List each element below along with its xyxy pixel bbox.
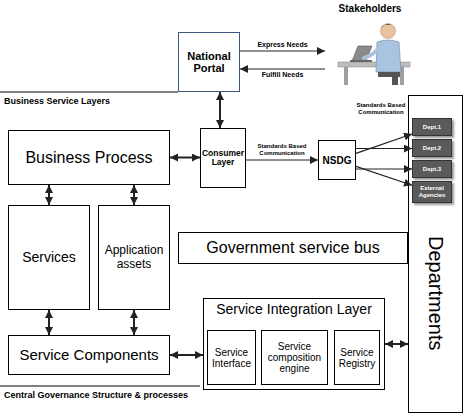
node-text: Service Registry [335, 347, 379, 369]
connector-arrow [356, 168, 412, 169]
node-text: National Portal [179, 50, 239, 74]
component-box: Service Components [8, 335, 170, 375]
connector-arrow [219, 92, 221, 128]
connector-arrow [356, 148, 412, 149]
integration-box: Service Registry [334, 330, 380, 385]
connector-arrow [356, 166, 412, 185]
connector-arrow [240, 50, 325, 51]
node-text: Dept.3 [423, 166, 441, 173]
frame-line [0, 386, 200, 387]
node-text: NSDG [323, 155, 352, 166]
connector-arrow [385, 343, 408, 345]
node-text: Stakeholders [339, 3, 402, 14]
edge-label: Fulfill Needs [248, 71, 318, 79]
department-box: Dept.2 [412, 139, 452, 157]
stakeholder-illustration [338, 24, 410, 86]
node-text: Service Integration Layer [216, 302, 372, 317]
section-label: Central Governance Structure & processes [4, 390, 204, 400]
bus-box: Government service bus [178, 232, 408, 264]
connector-arrow [48, 185, 50, 205]
node-text: Departments [425, 236, 447, 351]
section-label: Business Service Layers [4, 96, 176, 106]
department-box: External Agencies [412, 181, 452, 203]
connector-arrow [48, 310, 50, 335]
integration-box: Service Interface [207, 330, 256, 385]
connector-arrow [240, 68, 325, 69]
node-text: Services [22, 250, 76, 265]
connector-arrow [246, 159, 318, 160]
connector-arrow [170, 354, 203, 356]
connector-arrow [356, 134, 412, 153]
note-label: Standards Based Communication [356, 102, 406, 116]
node-text: Dept.1 [423, 124, 441, 131]
process-box: Business Process [8, 130, 170, 185]
gateway-box: NSDG [318, 140, 356, 180]
service-box: Services [8, 205, 90, 310]
node-text: Government service bus [206, 239, 379, 257]
node-text: Service Components [19, 347, 158, 364]
asset-box: Application assets [98, 205, 170, 310]
edge-label: Express Needs [248, 41, 318, 49]
edge-label: Standards Based Communication [253, 143, 311, 157]
node-text: External Agencies [413, 185, 451, 198]
node-text: Application assets [99, 244, 169, 270]
stakeholder-figure: Stakeholders [325, 0, 415, 88]
portal-box: National Portal [178, 32, 240, 92]
node-text: Business Process [25, 149, 152, 167]
node-text: Dept.2 [423, 145, 441, 152]
department-band: Departments Dept.1Dept.2Dept.3External Ag… [408, 95, 463, 413]
layer-box: Consumer Layer [200, 128, 246, 188]
node-text: Service Interface [208, 347, 255, 369]
connector-arrow [133, 185, 135, 205]
integration-box: Service composition engine [261, 330, 328, 385]
department-box: Dept.3 [412, 160, 452, 178]
integration-layer: Service Integration LayerService Interfa… [203, 298, 385, 390]
department-box: Dept.1 [412, 118, 452, 136]
connector-arrow [133, 310, 135, 335]
node-text: Consumer Layer [201, 149, 245, 168]
connector-arrow [170, 157, 200, 159]
frame-line [0, 92, 178, 93]
node-text: Service composition engine [262, 341, 327, 374]
